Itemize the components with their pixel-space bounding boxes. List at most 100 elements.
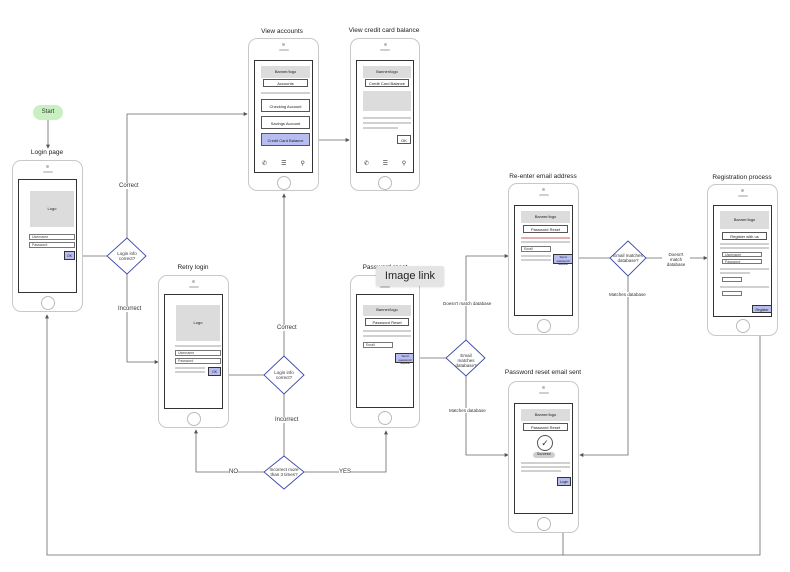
banner-placeholder	[521, 409, 570, 421]
password-field[interactable]: Password	[722, 259, 762, 264]
phone-retry-login: Logo Username Password OK	[158, 275, 229, 428]
location-pin-icon[interactable]: ⚲	[300, 160, 305, 167]
input-field[interactable]	[722, 291, 742, 296]
banner-placeholder	[363, 305, 411, 316]
text-line	[175, 367, 205, 369]
home-button	[536, 319, 551, 333]
success-badge	[533, 452, 555, 458]
password-field[interactable]: Password	[29, 242, 75, 248]
screen-accounts: Banner/logo Accounts Checking Account Sa…	[254, 60, 313, 173]
text-line	[521, 259, 551, 261]
phone-reenter-email: Banner/logo Password Reset Email Send pa…	[508, 183, 579, 335]
logo-text: Logo	[47, 206, 57, 211]
ok-button[interactable]: OK	[64, 251, 75, 260]
bottom-nav: ✆ ☰ ⚲	[357, 159, 413, 167]
username-field[interactable]: Username	[175, 350, 221, 356]
speaker-slot	[380, 49, 390, 51]
speaker-slot	[278, 49, 289, 51]
title-view-accounts: View accounts	[261, 28, 303, 35]
savings-account-button[interactable]: Savings Account	[261, 116, 310, 129]
edge-loop-back	[45, 314, 564, 556]
banner-text: Banner/logo	[534, 214, 557, 219]
text-line	[720, 286, 769, 288]
send-reset-button[interactable]: Send password request	[553, 254, 572, 266]
phone-icon[interactable]: ✆	[262, 160, 268, 167]
location-pin-icon[interactable]: ⚲	[401, 160, 407, 167]
banner-placeholder	[521, 211, 570, 223]
menu-icon[interactable]: ☰	[382, 160, 388, 167]
phone-password-reset-email: Banner/logo Password Reset ✓ Success! Lo…	[508, 381, 579, 533]
username-field[interactable]: Username	[722, 252, 762, 257]
menu-icon[interactable]: ☰	[281, 160, 287, 167]
phone-password-reset: Banner/logo Password Reset Email Send pa…	[350, 275, 420, 428]
banner-placeholder	[363, 66, 411, 78]
email-field[interactable]: Email	[363, 342, 393, 348]
edge-loop-registration	[563, 320, 761, 556]
error-line	[521, 237, 570, 239]
edge-matches-2	[579, 276, 629, 457]
banner-placeholder	[261, 66, 310, 78]
text-line	[521, 255, 551, 257]
screen-email-sent: Banner/logo Password Reset ✓ Success! Lo…	[514, 403, 573, 514]
login-button[interactable]: Login	[557, 477, 571, 486]
logo-placeholder	[176, 305, 220, 341]
edge-label-matches-2: Matches database	[609, 292, 646, 297]
ok-button[interactable]: OK	[208, 367, 221, 376]
edge-label-incorrect-1: Incorrect	[118, 306, 142, 312]
screen-cc: Banner/logo Credit Card Balance OK ✆ ☰ ⚲	[356, 60, 414, 173]
camera-dot	[192, 280, 195, 283]
decision-login-1	[106, 237, 147, 275]
speaker-slot	[380, 286, 390, 288]
decision-email-2	[609, 240, 647, 277]
edge-no	[194, 429, 264, 473]
accounts-heading: Accounts	[263, 79, 308, 87]
text-line	[363, 117, 411, 119]
decision-label-login-1: Login info correct?	[117, 251, 137, 261]
email-field[interactable]: Email	[521, 246, 551, 252]
home-button	[276, 176, 291, 190]
ok-button[interactable]: OK	[397, 135, 411, 144]
banner-text: Banner/logo	[376, 307, 398, 312]
text-line	[261, 92, 310, 94]
title-login-page: Login page	[30, 149, 64, 156]
text-line	[521, 466, 570, 468]
edge-label-correct-2: Correct	[277, 325, 297, 331]
home-button	[378, 411, 392, 425]
decision-email-1	[445, 339, 486, 377]
text-line	[363, 122, 411, 124]
home-button	[735, 319, 750, 333]
banner-text: Banner/logo	[534, 412, 557, 417]
text-line	[363, 127, 398, 129]
title-password-reset-email: Password reset email sent	[504, 369, 582, 376]
speaker-slot	[188, 286, 199, 288]
screen-password-reset: Banner/logo Password Reset Email Send pa…	[356, 294, 414, 408]
speaker-slot	[42, 171, 53, 173]
checking-account-button[interactable]: Checking Account	[261, 99, 310, 112]
username-field[interactable]: Username	[29, 234, 75, 240]
password-field[interactable]: Password	[175, 358, 221, 364]
text-line	[521, 241, 570, 243]
banner-placeholder	[720, 211, 769, 229]
password-reset-heading: Password Reset	[523, 423, 568, 431]
edge-incorrect-1	[126, 274, 159, 364]
text-line	[720, 272, 750, 274]
password-reset-heading: Password Reset	[365, 318, 409, 326]
send-reset-button[interactable]: Send password request	[395, 353, 413, 365]
banner-text: Banner/logo	[733, 217, 756, 222]
edge-label-correct-1: Correct	[119, 183, 139, 189]
edge-doesnt-match-1	[465, 254, 509, 340]
input-field[interactable]	[722, 277, 742, 282]
checkmark-icon: ✓	[537, 435, 553, 451]
decision-label-login-2: Login info correct?	[274, 370, 294, 380]
home-button	[536, 517, 551, 531]
password-reset-heading: Password Reset	[523, 225, 568, 233]
phone-icon[interactable]: ✆	[363, 160, 369, 167]
decision-incorrect-3	[263, 455, 305, 490]
bottom-nav: ✆ ☰ ⚲	[255, 159, 312, 167]
text-line	[720, 247, 769, 249]
cc-balance-button[interactable]: Credit Card Balance	[261, 133, 310, 146]
screen-reenter: Banner/logo Password Reset Email Send pa…	[514, 205, 573, 316]
register-button[interactable]: Register	[752, 305, 771, 313]
phone-view-cc-balance: Banner/logo Credit Card Balance OK ✆ ☰ ⚲	[350, 38, 420, 191]
cc-balance-heading: Credit Card Balance	[365, 79, 409, 87]
